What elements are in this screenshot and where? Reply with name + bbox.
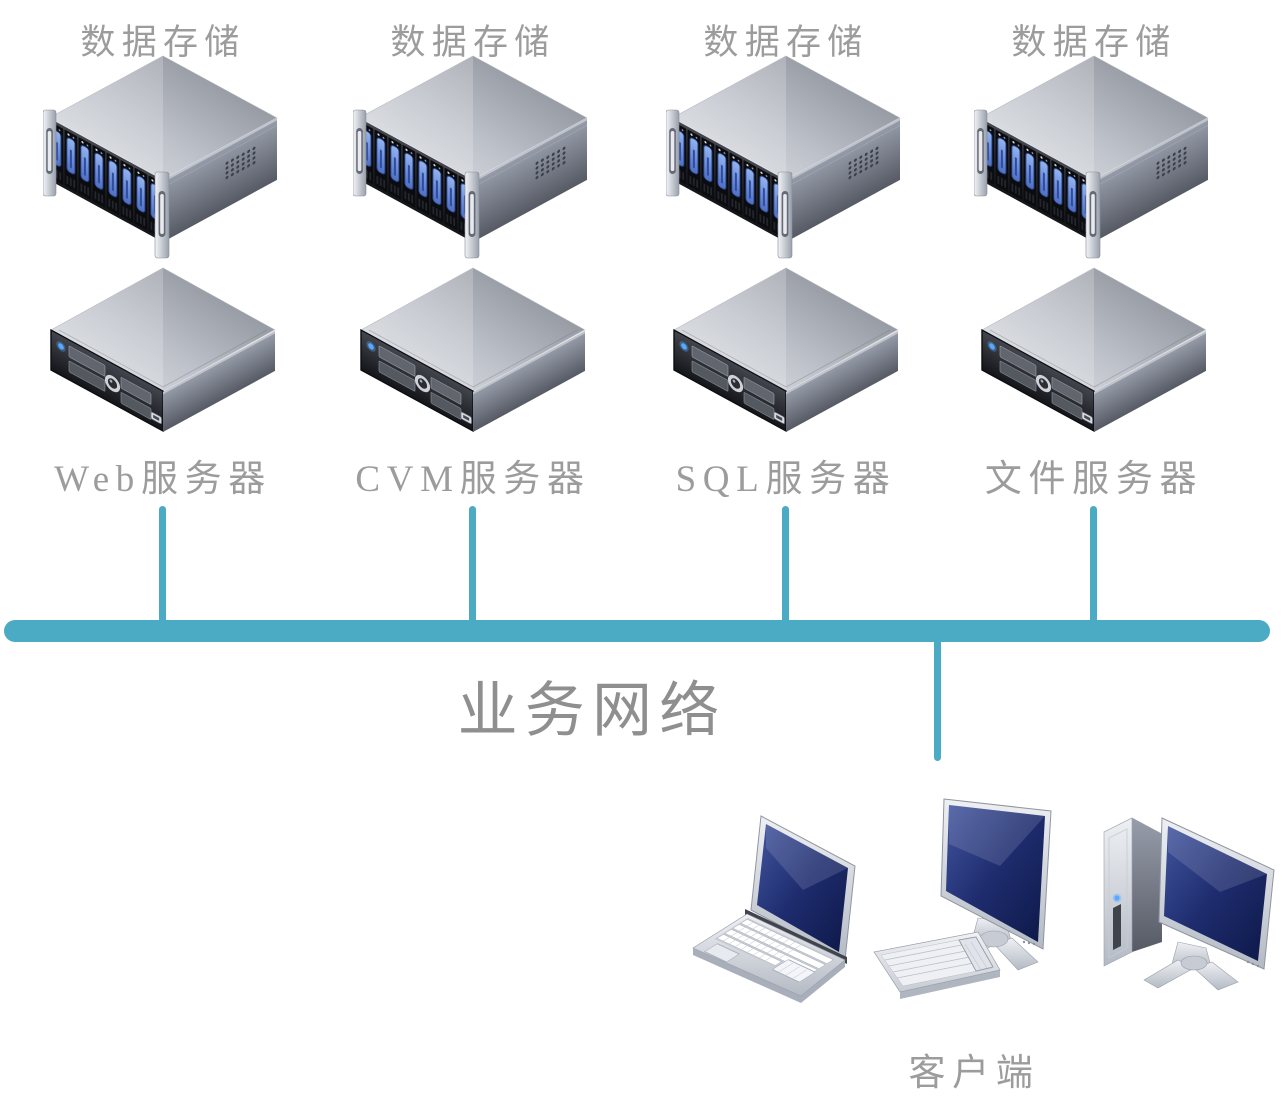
storage-label-3: 数据存储 bbox=[703, 23, 869, 62]
storage-array-icon-3 bbox=[666, 54, 906, 260]
server-icon-sql bbox=[668, 266, 904, 436]
storage-label-2: 数据存储 bbox=[390, 23, 556, 62]
client-label: 客户端 bbox=[908, 1053, 1040, 1094]
client-drop-line bbox=[934, 641, 941, 761]
server-icon-cvm bbox=[355, 266, 591, 436]
tower-computer-icon bbox=[1082, 792, 1284, 1004]
connector-line-cvm bbox=[469, 506, 476, 620]
storage-label-1: 数据存储 bbox=[80, 23, 246, 62]
connector-line-web bbox=[159, 506, 166, 620]
network-label: 业务网络 bbox=[457, 678, 727, 744]
server-label-sql: SQL服务器 bbox=[675, 459, 897, 500]
storage-array-icon-2 bbox=[353, 54, 593, 260]
laptop-icon bbox=[685, 806, 875, 1006]
server-label-cvm: CVM服务器 bbox=[355, 459, 591, 500]
storage-array-icon-4 bbox=[974, 54, 1214, 260]
connector-line-sql bbox=[782, 506, 789, 620]
network-bus-line bbox=[4, 620, 1270, 642]
server-label-web: Web服务器 bbox=[54, 459, 272, 500]
storage-array-icon-1 bbox=[43, 54, 283, 260]
connector-line-file bbox=[1090, 506, 1097, 620]
server-icon-web bbox=[45, 266, 281, 436]
server-icon-file bbox=[976, 266, 1212, 436]
storage-label-4: 数据存储 bbox=[1011, 23, 1177, 62]
desktop-computer-icon bbox=[866, 786, 1078, 1018]
server-label-file: 文件服务器 bbox=[984, 459, 1204, 500]
